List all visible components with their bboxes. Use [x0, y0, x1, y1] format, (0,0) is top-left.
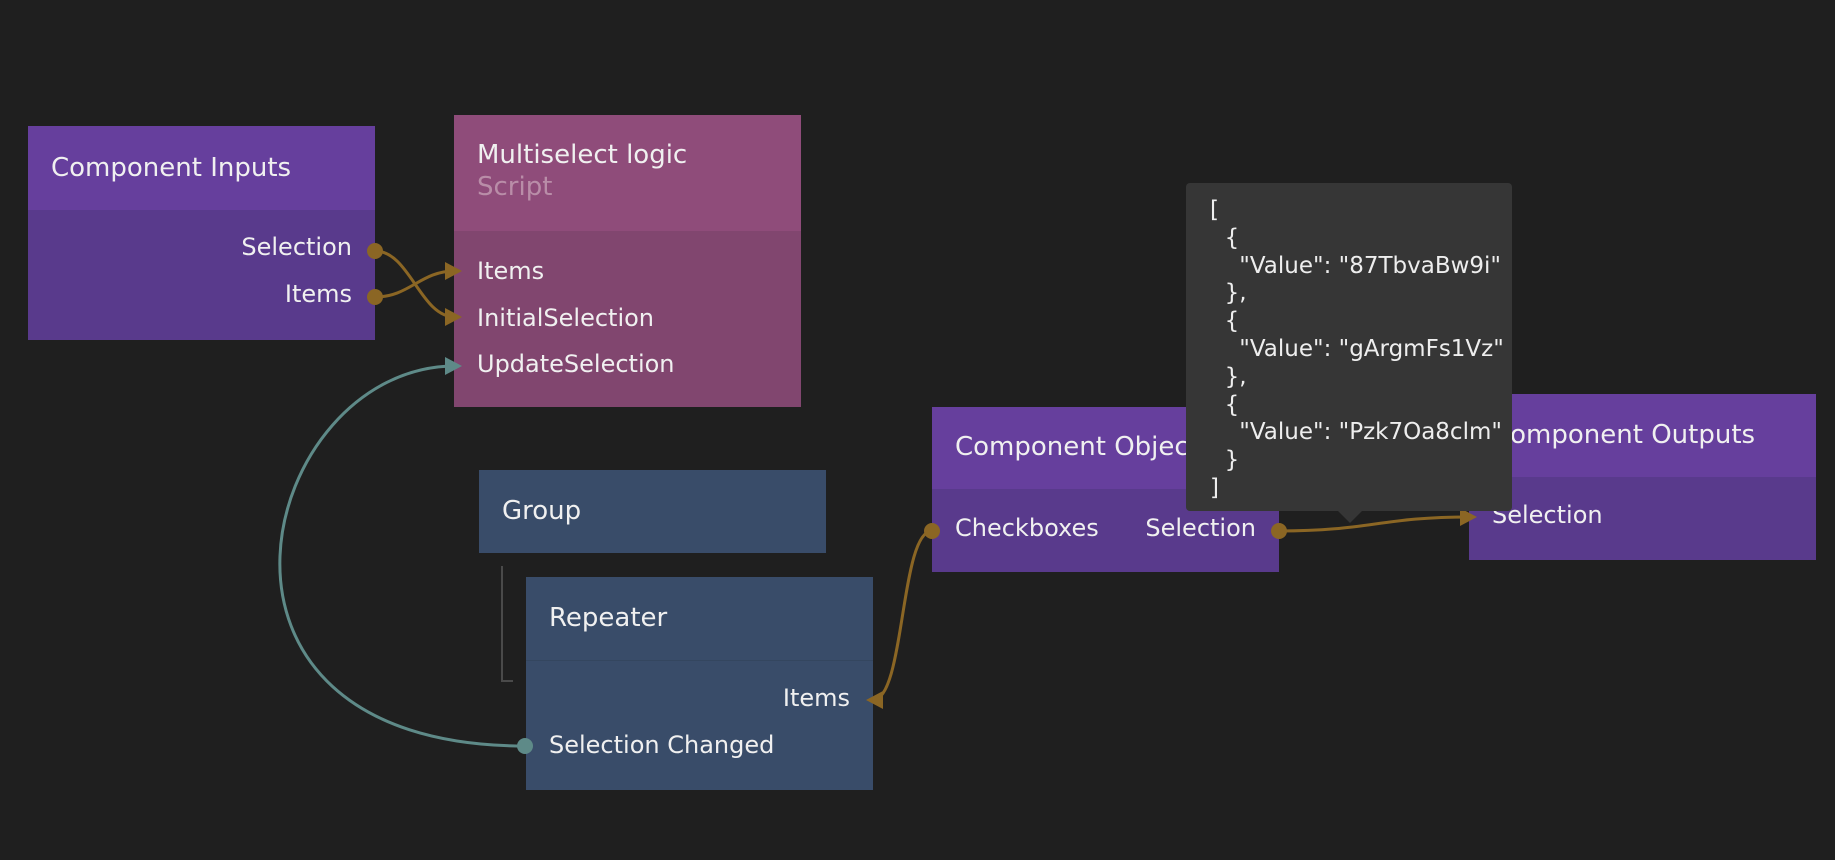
node-header[interactable]: Component Outputs: [1469, 394, 1816, 477]
node-header[interactable]: Multiselect logic Script: [454, 115, 801, 231]
node-title: Component Inputs: [51, 153, 292, 183]
port-selection-output[interactable]: Selection: [1145, 514, 1256, 542]
wire-checkboxes-to-repeater-items: [872, 529, 933, 702]
value-inspector-tooltip: [ { "Value": "87TbvaBw9i" }, { "Value": …: [1186, 183, 1512, 523]
multiselect-logic-node[interactable]: Multiselect logic Script Items InitialSe…: [454, 115, 801, 407]
node-title: Repeater: [549, 603, 668, 633]
group-node[interactable]: Group: [479, 470, 826, 553]
tooltip-pointer: [1338, 511, 1362, 523]
tooltip-json-content: [ { "Value": "87TbvaBw9i" }, { "Value": …: [1210, 197, 1504, 501]
port-items-output[interactable]: Items: [284, 280, 352, 308]
port-initialselection-input[interactable]: InitialSelection: [477, 304, 655, 332]
port-updateselection-input[interactable]: UpdateSelection: [477, 350, 675, 378]
wire-selection-changed-to-updateselection: [278, 364, 526, 748]
wire-selection-to-outputs: [1278, 515, 1471, 533]
node-subtitle: Script: [477, 172, 553, 202]
port-checkboxes-input[interactable]: Checkboxes: [955, 514, 1099, 542]
component-inputs-node[interactable]: Component Inputs Selection Items: [28, 126, 375, 340]
node-title: Group: [502, 496, 582, 526]
port-selection-output[interactable]: Selection: [241, 233, 352, 261]
repeater-node[interactable]: Repeater Items Selection Changed: [526, 577, 873, 790]
node-header[interactable]: Group: [479, 470, 826, 553]
node-title: Component Outputs: [1492, 420, 1756, 450]
node-header[interactable]: Repeater: [526, 577, 873, 660]
node-title: Component Object: [955, 432, 1199, 462]
port-items-input[interactable]: Items: [477, 257, 545, 285]
wire-items-to-items: [374, 269, 456, 299]
component-outputs-node[interactable]: Component Outputs Selection: [1469, 394, 1816, 560]
node-title: Multiselect logic: [477, 140, 688, 170]
hierarchy-connector: [501, 566, 513, 682]
wire-selection-to-initialselection: [374, 249, 456, 319]
port-items-input[interactable]: Items: [782, 684, 850, 712]
port-selection-changed-output[interactable]: Selection Changed: [549, 731, 775, 759]
node-header[interactable]: Component Inputs: [28, 126, 375, 210]
